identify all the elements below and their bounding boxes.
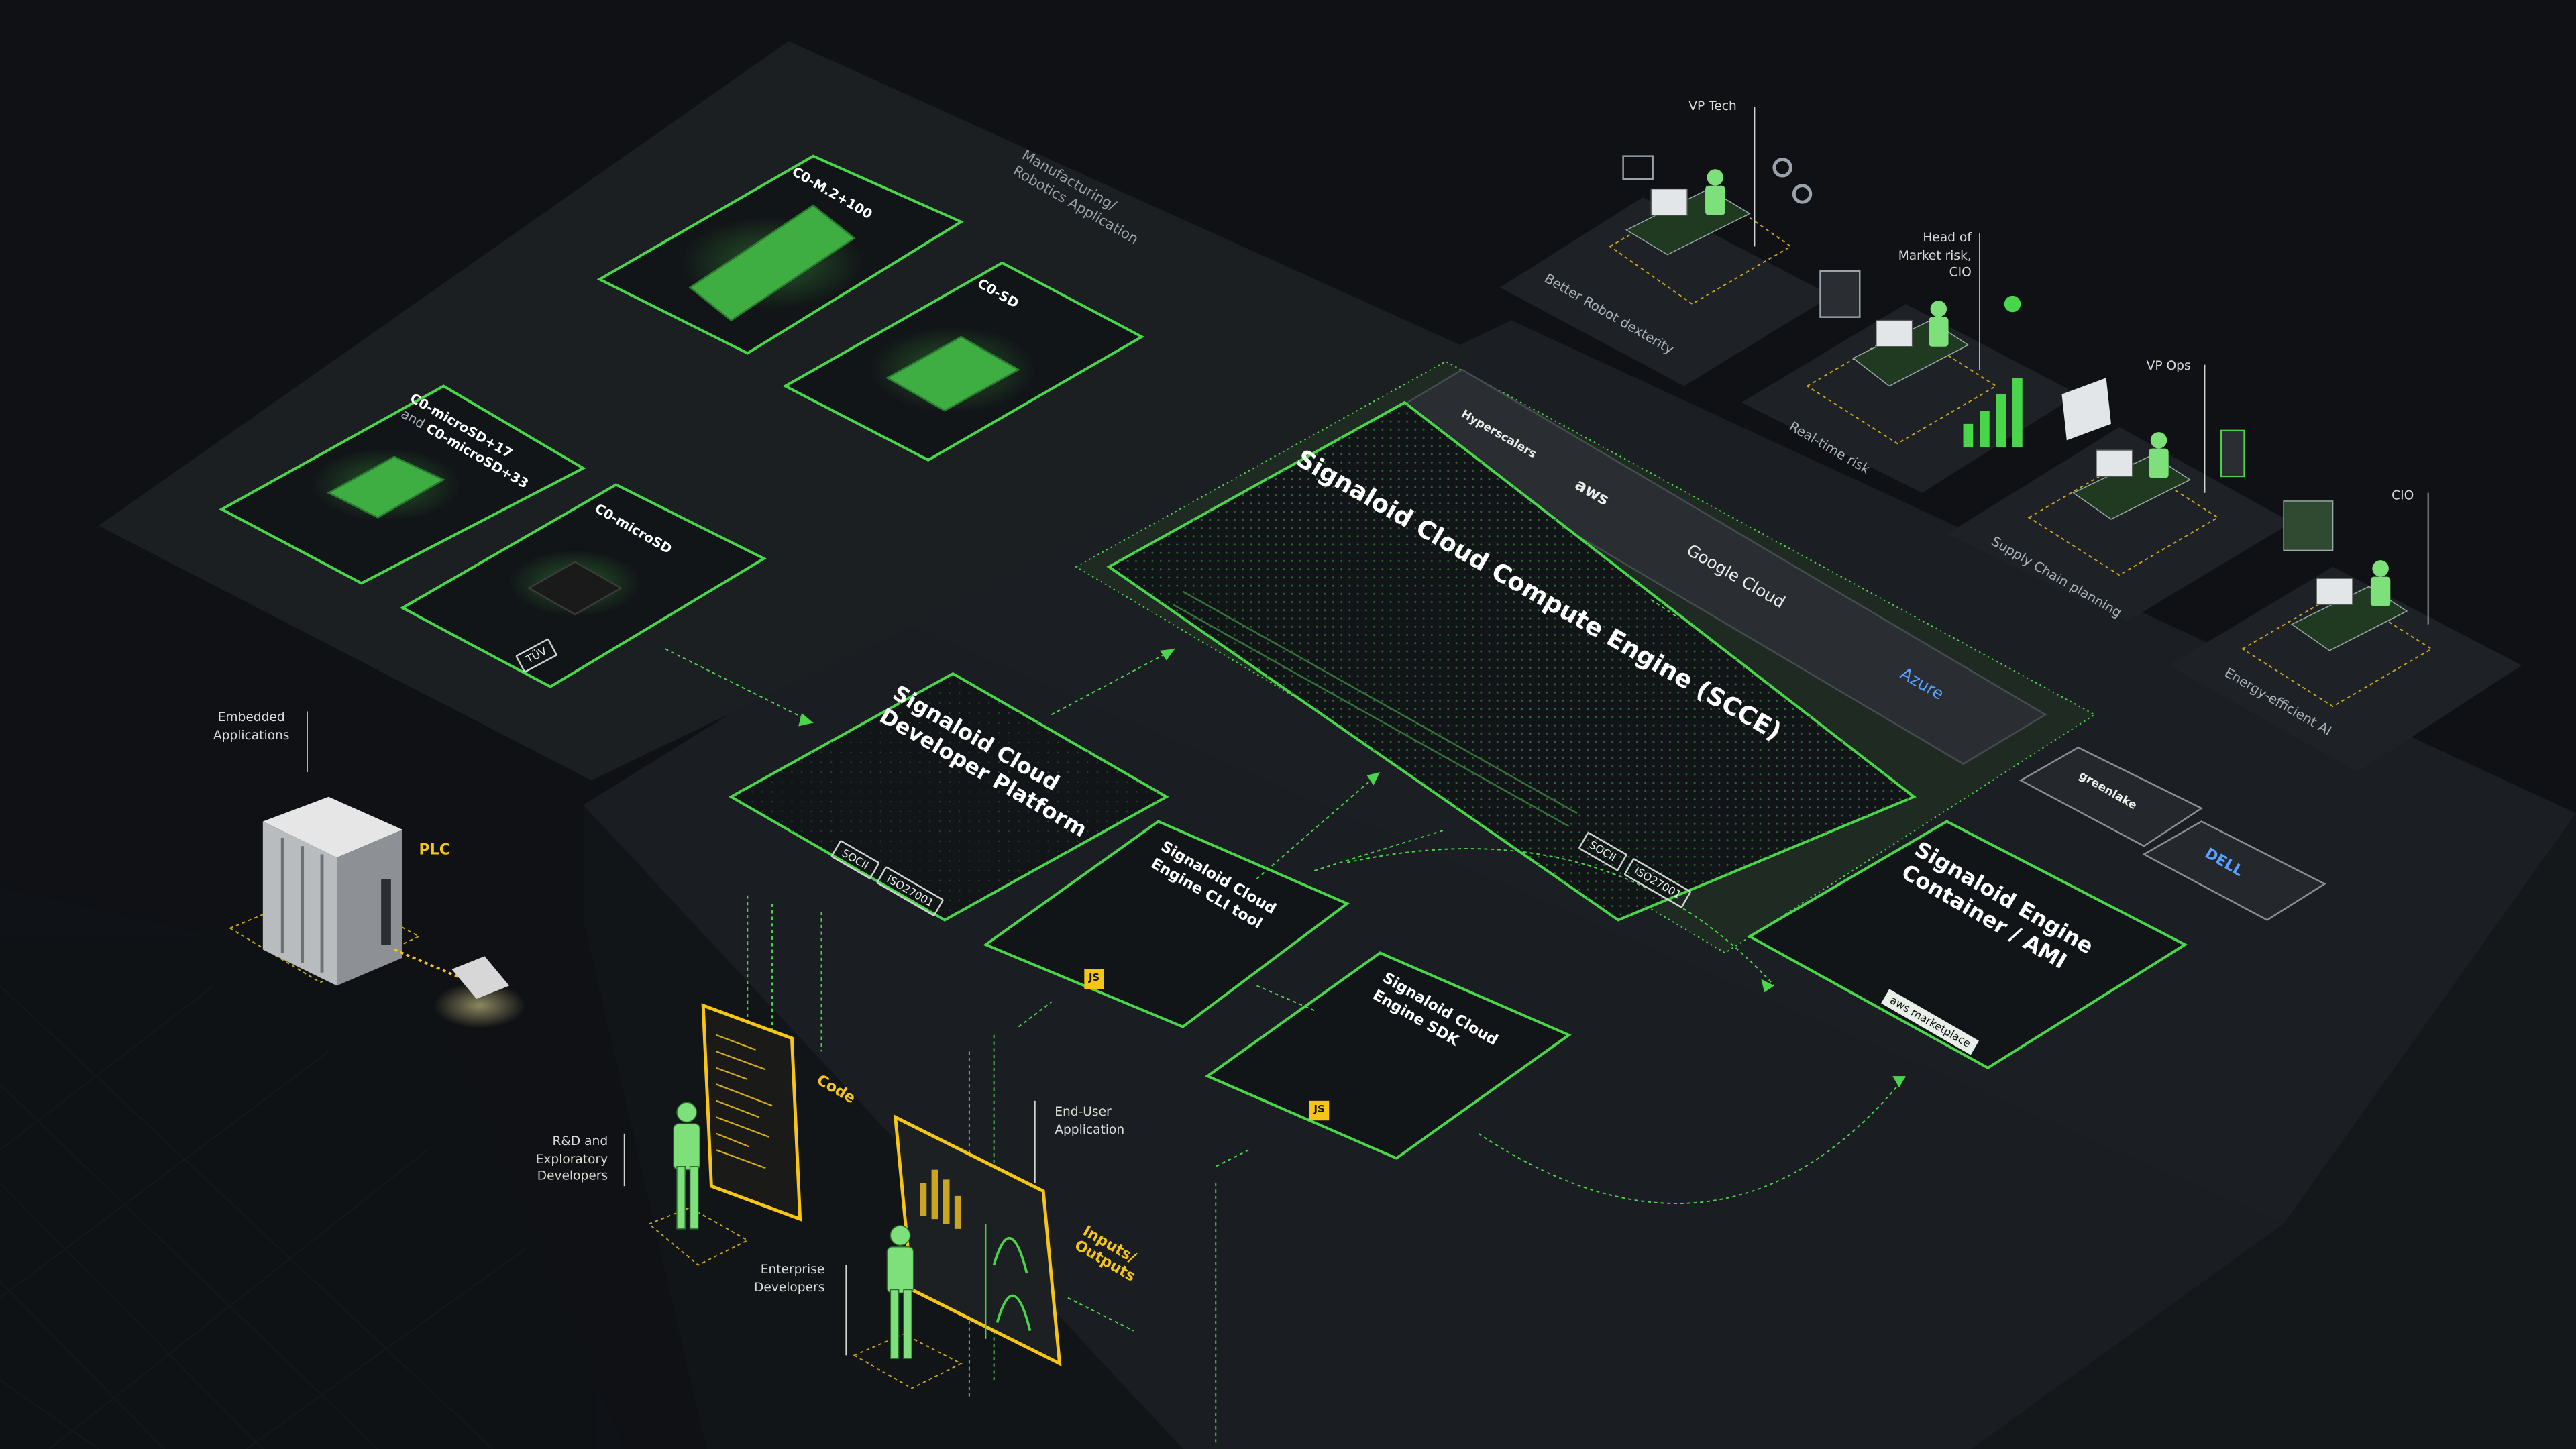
label-vp-tech: VP Tech [1688, 98, 1737, 113]
plc-server [262, 796, 526, 1029]
label-end-user: End-User Application [1055, 1104, 1125, 1136]
label-enterprise: Enterprise Developers [754, 1261, 825, 1294]
label-vp-ops: VP Ops [2146, 358, 2191, 373]
js-badge: JS [1084, 969, 1104, 989]
container-card [1747, 820, 2188, 1070]
code-board [701, 1003, 802, 1222]
developer-figures [673, 1102, 914, 1360]
label-cio: CIO [2392, 488, 2414, 503]
label-head-market: Head of Market risk, CIO [1898, 229, 1972, 280]
js-badge: JS [1309, 1100, 1330, 1121]
label-rnd: R&D and Exploratory Developers [535, 1133, 608, 1183]
cli-card [983, 820, 1350, 1028]
label-plc: PLC [419, 843, 450, 859]
use-case-plates [1499, 197, 2522, 773]
greenlake-tile [2019, 746, 2204, 847]
floor-grid [0, 887, 625, 1449]
label-embedded: Embedded Applications [213, 709, 290, 742]
sdk-card [1205, 951, 1572, 1160]
hyperscalers-tray [1378, 368, 2047, 765]
desk-figures [1622, 155, 2408, 651]
dell-tile [2142, 820, 2326, 921]
